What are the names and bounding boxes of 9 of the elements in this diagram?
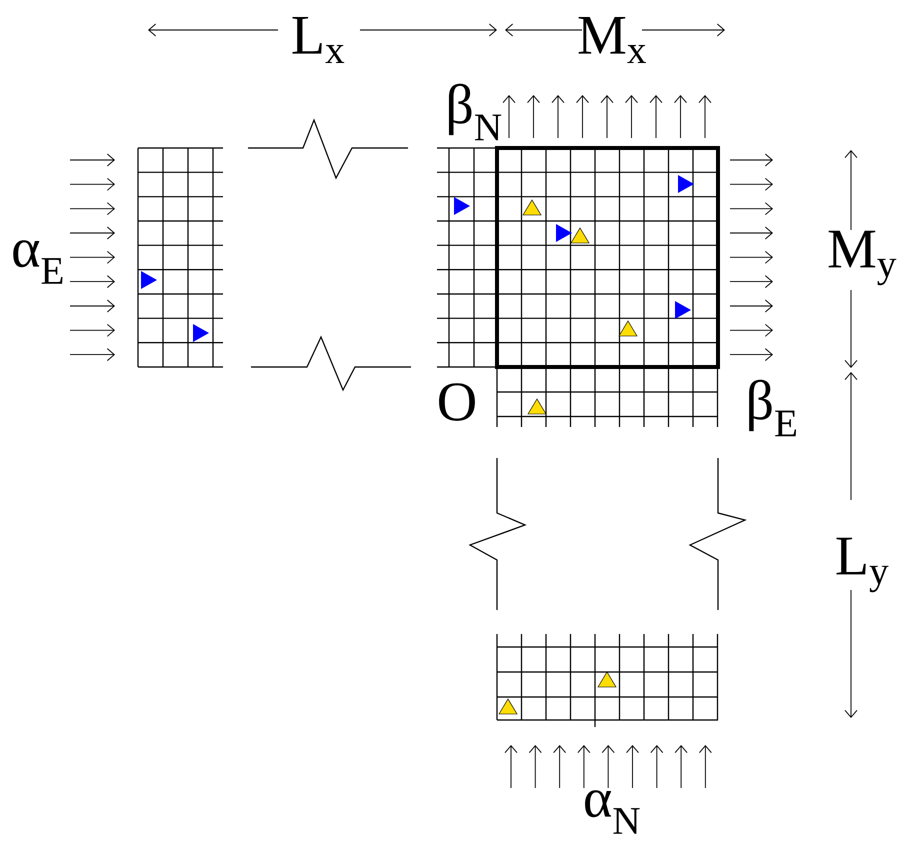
symbol-label: L$_{y}$ — [836, 538, 888, 592]
symbol-label: M$_{x}$ — [578, 16, 646, 64]
symbol-label: β$_{E}$ — [749, 380, 796, 436]
symbol-label: α$_{E}$ — [13, 240, 62, 284]
symbol-label: α$_{N}$ — [585, 790, 640, 834]
symbol-label: O — [439, 383, 475, 421]
symbol-label: M$_{y}$ — [828, 230, 896, 286]
symbol-label: L$_{x}$ — [292, 16, 344, 64]
symbol-label: β$_{N}$ — [448, 84, 502, 140]
